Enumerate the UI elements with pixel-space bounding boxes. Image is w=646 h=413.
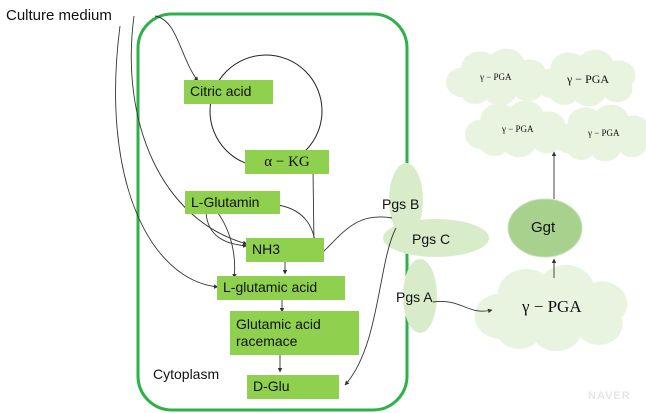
racemace-line-1: Glutamic acid <box>236 315 321 332</box>
pgs-c-label: Pgs C <box>412 231 451 247</box>
pgs-a-label: Pgs A <box>396 289 433 305</box>
racemace-line-2: racemace <box>236 333 298 349</box>
naver-watermark: NAVER <box>588 390 631 402</box>
cytoplasm-label: Cytoplasm <box>153 366 220 382</box>
arrow-lglutamin-to-lglutamic <box>217 212 237 279</box>
d-glu-box: D-Glu <box>247 375 339 399</box>
ggt-ellipse <box>507 198 583 258</box>
pga-cloud-3-label: γ − PGA <box>502 124 534 134</box>
arrow-lglutamin-to-nh3 <box>205 212 248 248</box>
pga-cloud-1-label: γ − PGA <box>480 72 512 82</box>
l-glutamic-acid-box: L-glutamic acid <box>217 276 345 300</box>
arrow-pgsa-to-pga <box>432 300 493 314</box>
pgs-c-ellipse <box>383 219 489 257</box>
arrow-medium-to-citric <box>154 15 199 82</box>
pga-cloud-2-label: γ − PGA <box>567 72 610 86</box>
ggt-label: Ggt <box>531 219 556 236</box>
l-glutamin-box: L-Glutamin <box>185 191 280 214</box>
arrow-pgsb-to-dglu <box>344 227 397 386</box>
nh3-box: NH3 <box>246 238 324 262</box>
arrow-medium-to-nh3 <box>130 15 248 246</box>
citric-acid-box: Citric acid <box>184 80 273 104</box>
glutamic-acid-racemace-box: Glutamic acid racemace <box>230 311 359 355</box>
arrow-medium-to-lglutamic <box>115 25 219 289</box>
culture-medium-label: Culture medium <box>6 7 112 24</box>
pga-main-label: γ − PGA <box>522 297 582 316</box>
pgs-b-label: Pgs B <box>382 196 420 212</box>
pgs-b-ellipse <box>389 163 423 237</box>
alpha-kg-box: α − KG <box>245 150 329 174</box>
pgs-a-ellipse <box>403 259 437 333</box>
arrow-akg-to-nh3 <box>311 167 317 247</box>
pga-cloud-4-label: γ − PGA <box>588 128 620 138</box>
